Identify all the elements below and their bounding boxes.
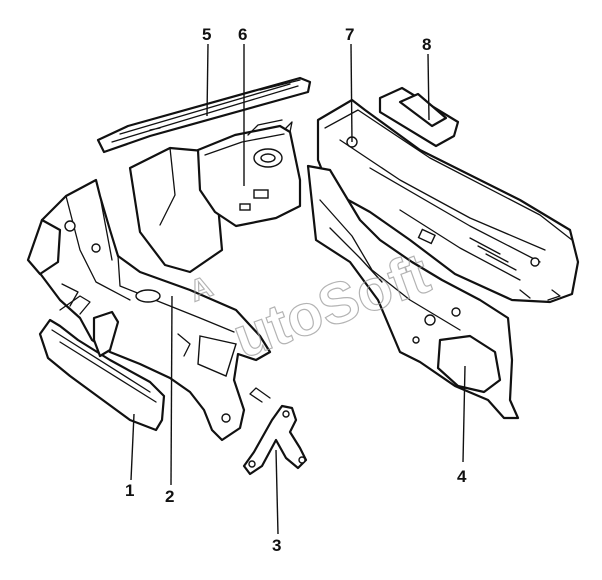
- callout-1: 1: [125, 481, 134, 500]
- callout-8: 8: [422, 35, 431, 54]
- part-8-cowl-grille: [378, 86, 460, 148]
- callout-labels: 1 2 3 4 5 6 7 8: [125, 25, 467, 555]
- leader-4: [462, 365, 466, 463]
- callout-4: 4: [457, 467, 467, 486]
- callout-3: 3: [272, 536, 281, 555]
- part-1-lower-rail: [38, 295, 166, 432]
- leader-3: [275, 449, 279, 535]
- callout-2: 2: [165, 487, 174, 506]
- leader-1: [130, 413, 135, 481]
- leader-5: [206, 43, 209, 117]
- leader-8: [427, 53, 430, 121]
- leader-lines: [130, 43, 466, 535]
- callout-5: 5: [202, 25, 211, 44]
- callout-7: 7: [345, 25, 354, 44]
- part-6-shelf-panel: [196, 119, 302, 228]
- part-4-front-panel: [306, 164, 520, 420]
- part-5-upper-crossmember: [96, 76, 312, 154]
- callout-6: 6: [238, 25, 247, 44]
- part-3-bracket: [242, 387, 308, 476]
- leader-7: [350, 43, 353, 143]
- leader-2: [170, 295, 173, 486]
